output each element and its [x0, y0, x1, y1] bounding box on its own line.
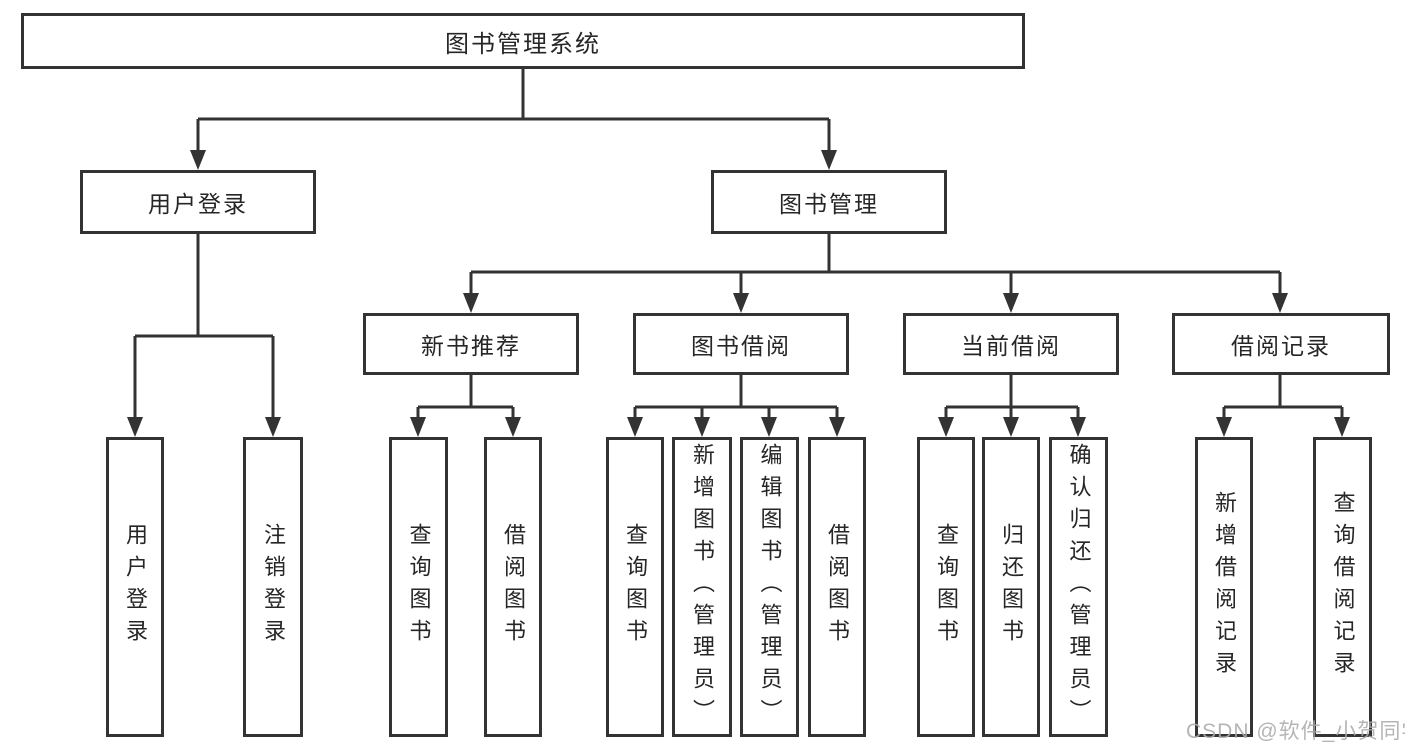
leaf-logout-login: 注销登录	[243, 437, 303, 737]
leaf-newrec-query-book: 查询图书	[389, 437, 448, 737]
node-borrow-records: 借阅记录	[1172, 313, 1390, 375]
node-current-borrow: 当前借阅	[903, 313, 1119, 375]
node-book-borrow: 图书借阅	[633, 313, 849, 375]
leaf-current-confirm-return-admin: 确认归还（管理员）	[1049, 437, 1108, 737]
leaf-newrec-borrow-book: 借阅图书	[484, 437, 542, 737]
leaf-borrow-add-book-admin: 新增图书（管理员）	[672, 437, 732, 737]
leaf-borrow-query-book: 查询图书	[606, 437, 664, 737]
leaf-current-return-book: 归还图书	[982, 437, 1040, 737]
node-user-login: 用户登录	[80, 170, 316, 234]
node-book-management: 图书管理	[711, 170, 947, 234]
leaf-user-login: 用户登录	[106, 437, 164, 737]
arrowheads	[127, 150, 1350, 437]
leaf-records-add-record: 新增借阅记录	[1195, 437, 1253, 737]
node-root-system: 图书管理系统	[21, 13, 1025, 69]
leaf-borrow-borrow-book: 借阅图书	[808, 437, 866, 737]
csdn-watermark: CSDN @软件_小贺同学	[1186, 720, 1405, 743]
connector-paths	[133, 69, 1344, 425]
leaf-current-query-book: 查询图书	[917, 437, 975, 737]
leaf-borrow-edit-book-admin: 编辑图书（管理员）	[740, 437, 799, 737]
leaf-records-query-record: 查询借阅记录	[1313, 437, 1372, 737]
node-new-book-recommend: 新书推荐	[363, 313, 579, 375]
